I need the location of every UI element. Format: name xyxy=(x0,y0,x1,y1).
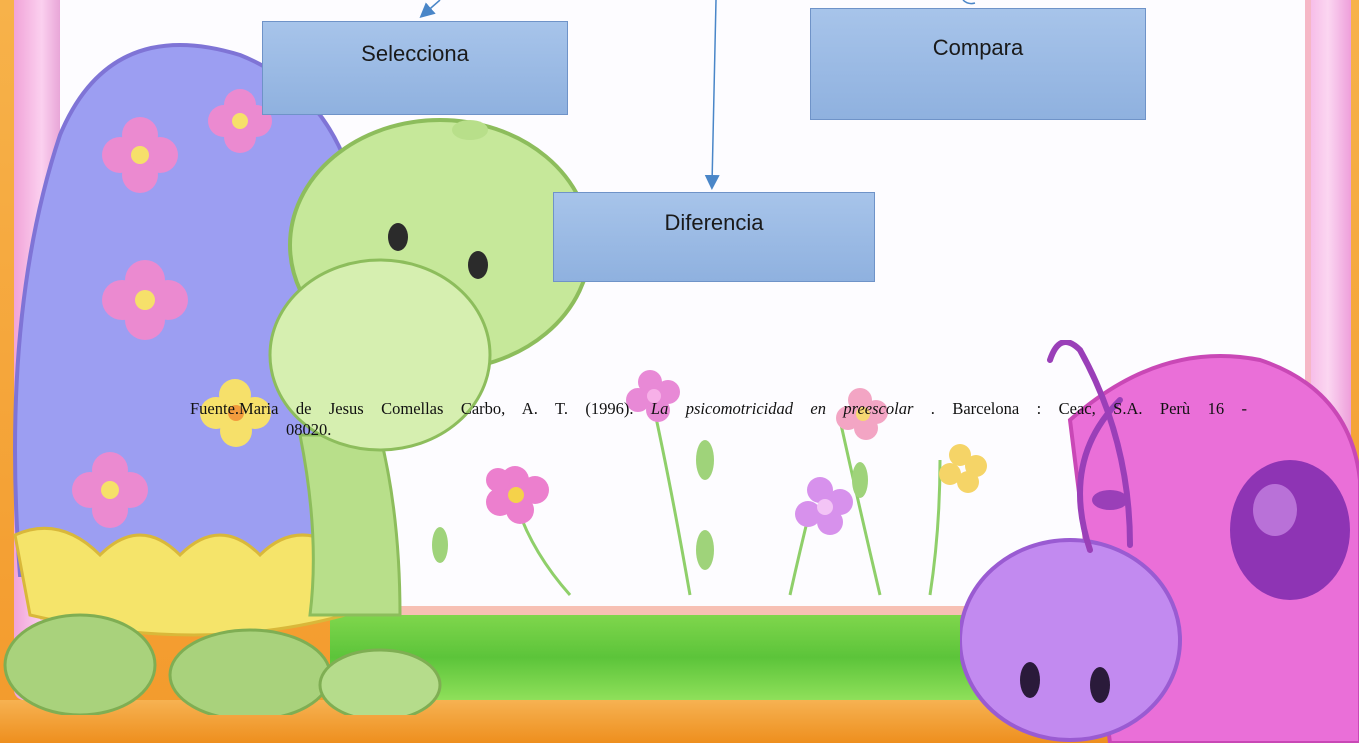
arrow-to-diferencia xyxy=(704,0,720,190)
compara-label: Compara xyxy=(932,35,1024,60)
citation-line-2: 08020. xyxy=(286,420,332,439)
diferencia-label: Diferencia xyxy=(664,210,764,235)
turtle-illustration xyxy=(0,15,600,715)
citation-text: Fuente.Maria de Jesus Comellas Carbo, A.… xyxy=(190,397,1247,420)
citation-prefix: Fuente.Maria de Jesus Comellas Carbo, A.… xyxy=(190,399,651,418)
compara-box: Compara xyxy=(810,8,1146,120)
diferencia-box: Diferencia xyxy=(553,192,875,282)
selecciona-box: Selecciona xyxy=(262,21,568,115)
purple-ladybug-illustration xyxy=(960,340,1359,743)
citation-title: La psicomotricidad en preescolar xyxy=(650,399,914,418)
arrow-to-compara xyxy=(962,0,976,5)
flowers-illustration xyxy=(420,360,1020,600)
grass-strip xyxy=(330,615,1030,700)
arrow-to-selecciona xyxy=(419,0,441,18)
citation-suffix: . Barcelona : Ceac, S.A. Perù 16 - xyxy=(913,399,1248,418)
selecciona-label: Selecciona xyxy=(361,41,469,66)
